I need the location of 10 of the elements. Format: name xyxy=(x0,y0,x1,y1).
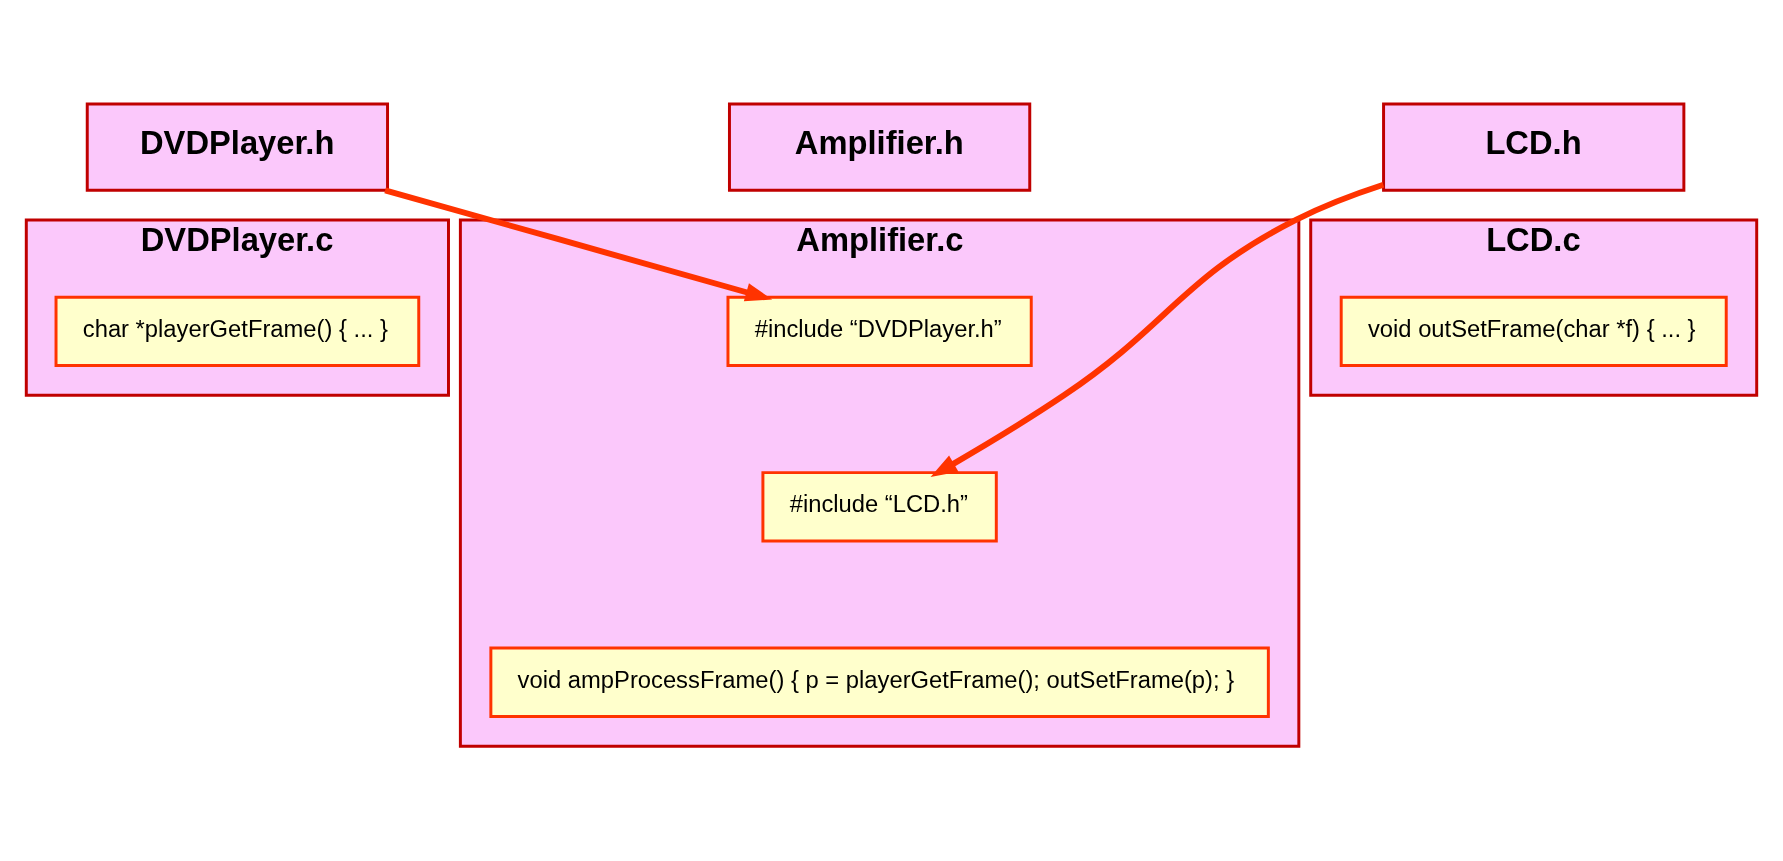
node-box: void outSetFrame(char *f) { ... } xyxy=(1339,295,1728,367)
arrow xyxy=(930,181,1385,477)
node-box: void ampProcessFrame() { p = playerGetFrame(); outSetFrame(p); } xyxy=(489,646,1270,718)
node-box: #include “LCD.h” xyxy=(761,470,998,542)
node-box: char *playerGetFrame() { ... } xyxy=(54,295,421,367)
node-box: Amplifier.h xyxy=(727,101,1032,192)
node-box: DVDPlayer.h xyxy=(85,101,390,192)
node-box: LCD.h xyxy=(1382,101,1686,192)
node-box: #include “DVDPlayer.h” xyxy=(726,295,1033,367)
arrow xyxy=(384,186,773,301)
